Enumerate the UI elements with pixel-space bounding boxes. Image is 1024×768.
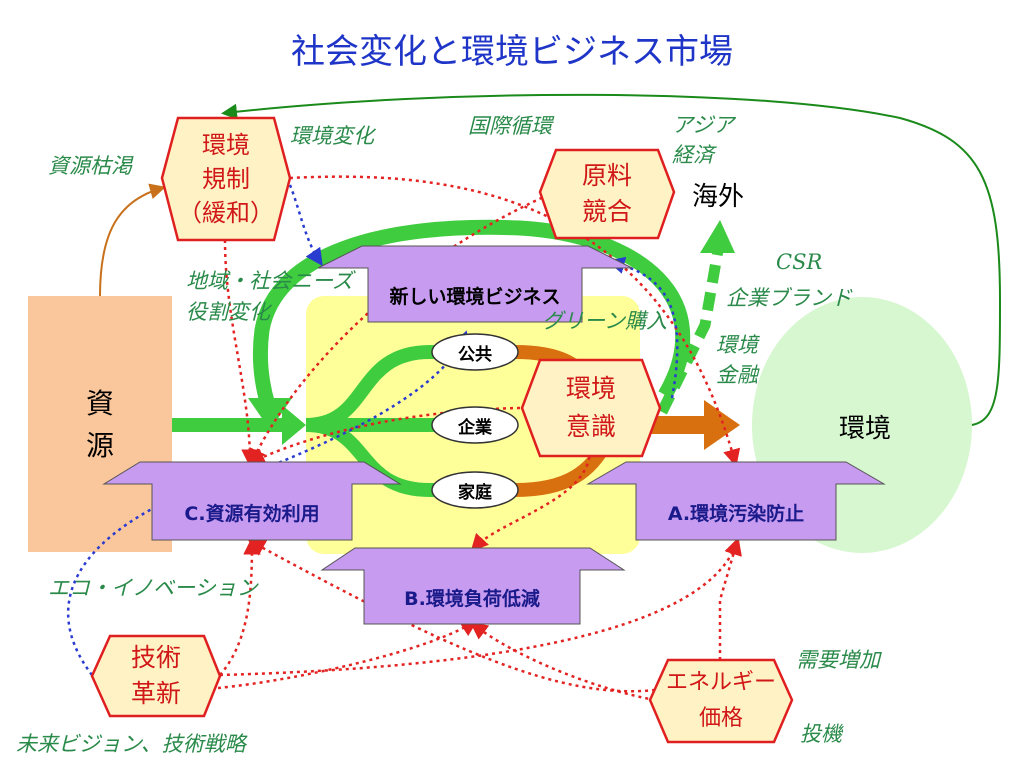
orange-depletion-line xyxy=(99,183,166,297)
green-input-arrow xyxy=(172,418,284,432)
future-vision-label: 未来ビジョン、技術戦略 xyxy=(16,732,246,756)
green-input-arrowhead xyxy=(282,405,306,445)
awareness-hex xyxy=(520,358,662,458)
b-load-box xyxy=(320,547,626,625)
corporate-brand-label: 企業ブランド xyxy=(726,286,852,310)
blue-dotted-arrows xyxy=(66,184,679,676)
resource-depletion-label: 資源枯渇 xyxy=(48,154,132,178)
green-loop-arrow xyxy=(252,219,691,408)
awareness-label: 環境 意識 xyxy=(565,374,616,441)
asia-economy-label: アジア 経済 xyxy=(672,113,735,167)
intl-circulation-label: 国際循環 xyxy=(468,114,552,138)
env-finance-label: 環境 金融 xyxy=(716,333,758,387)
tech-hex xyxy=(90,634,222,718)
new-business-label: 新しい環境ビジネス xyxy=(389,285,561,308)
household-oval xyxy=(431,471,519,509)
b-load-label: B.環境負荷低減 xyxy=(404,587,540,610)
raw-material-label: 原料 競合 xyxy=(581,161,632,226)
a-pollution-box xyxy=(586,461,886,541)
diagram-title: 社会変化と環境ビジネス市場 xyxy=(291,32,733,72)
energy-label: エネルギー 価格 xyxy=(665,670,776,731)
environment-label: 環境 xyxy=(838,413,891,444)
new-business-box xyxy=(317,245,633,323)
green-dashed-arrow xyxy=(657,249,724,415)
role-change-label: 役割変化 xyxy=(186,300,270,324)
csr-label: CSR xyxy=(776,250,823,274)
resource-box xyxy=(28,296,172,552)
energy-hex xyxy=(648,658,794,744)
regulation-hex xyxy=(160,116,292,242)
c-effective-use-box xyxy=(102,461,402,541)
overseas-label: 海外 xyxy=(691,181,744,212)
outer-feedback-line xyxy=(221,93,1002,426)
regulation-label: 環境 規制 （緩和） xyxy=(178,131,274,227)
env-change-label: 環境変化 xyxy=(290,124,374,148)
orange-main-arrowhead xyxy=(704,400,740,450)
demand-increase-label: 需要増加 xyxy=(796,648,880,672)
tech-label: 技術 革新 xyxy=(130,643,181,708)
green-branch-bottom xyxy=(305,418,452,497)
company-label: 企業 xyxy=(458,417,492,438)
public-label: 公共 xyxy=(458,344,492,365)
green-purchase-label: グリーン購入 xyxy=(542,309,667,333)
regional-social-label: 地域・社会ニーズ xyxy=(186,269,353,293)
public-oval xyxy=(431,333,519,371)
a-pollution-label: A.環境汚染防止 xyxy=(667,502,805,525)
resources-label: 資 源 xyxy=(85,387,114,462)
raw-material-hex xyxy=(538,148,676,240)
orange-main-arrow xyxy=(650,416,706,434)
household-label: 家庭 xyxy=(458,482,492,503)
speculation-label: 投機 xyxy=(800,722,842,746)
green-dashed-arrowhead xyxy=(700,220,735,253)
company-oval xyxy=(431,406,519,444)
eco-innovation-label: エコ・イノベーション xyxy=(48,576,258,600)
c-effective-use-label: C.資源有効利用 xyxy=(184,502,320,525)
green-loop-arrowhead xyxy=(248,398,292,430)
